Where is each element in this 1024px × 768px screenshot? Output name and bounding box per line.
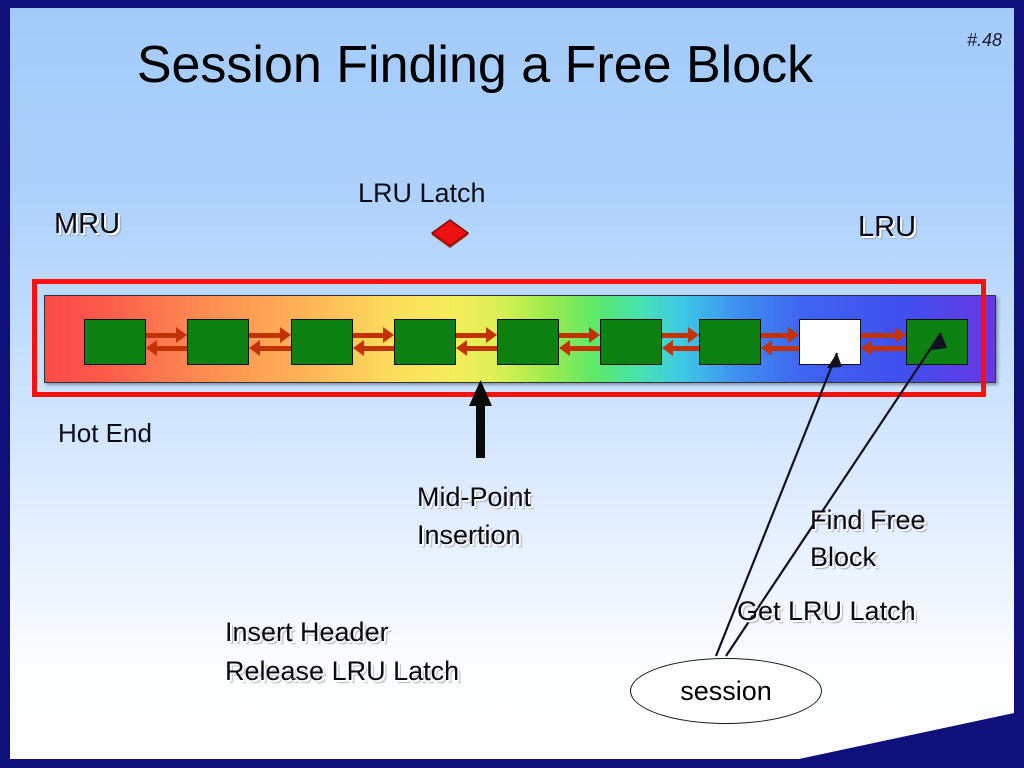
- mru-label: MRU: [54, 208, 121, 240]
- slide-canvas: Session Finding a Free Block #.48 LRU La…: [10, 8, 1014, 759]
- find-free-line2: Block: [810, 542, 877, 572]
- cache-block-6[interactable]: [600, 319, 662, 365]
- cache-block-5[interactable]: [497, 319, 559, 365]
- block-link-5-6: [559, 327, 600, 356]
- block-link-1-2: [146, 327, 187, 356]
- get-lru-latch-label: Get LRU Latch: [737, 596, 916, 626]
- lru-latch-diamond-icon: [431, 219, 469, 248]
- lru-latch-label: LRU Latch: [358, 178, 486, 208]
- block-link-2-3: [249, 327, 291, 356]
- slide-number: #.48: [966, 30, 1002, 50]
- insert-header-line: Insert Header: [225, 617, 389, 647]
- block-link-6-7: [662, 327, 699, 356]
- session-ellipse[interactable]: [630, 658, 822, 724]
- block-link-4-5: [456, 327, 497, 356]
- midpoint-insertion-arrow-icon: [469, 380, 492, 458]
- corner-triangle-decoration: [799, 713, 1014, 759]
- release-lru-latch-line: Release LRU Latch: [225, 656, 460, 686]
- lru-label: LRU: [858, 211, 917, 243]
- cache-block-2[interactable]: [187, 319, 249, 365]
- lru-list-frame: [32, 279, 986, 397]
- cache-block-3[interactable]: [291, 319, 353, 365]
- page-title: Session Finding a Free Block: [136, 36, 814, 94]
- block-link-3-4: [353, 327, 394, 356]
- cache-block-4[interactable]: [394, 319, 456, 365]
- midpoint-line2: Insertion: [417, 520, 521, 550]
- midpoint-line1: Mid-Point: [417, 482, 532, 512]
- session-label: session: [680, 676, 772, 706]
- find-free-line1: Find Free: [810, 505, 926, 535]
- hot-end-label: Hot End: [58, 418, 152, 448]
- cache-block-1[interactable]: [84, 319, 146, 365]
